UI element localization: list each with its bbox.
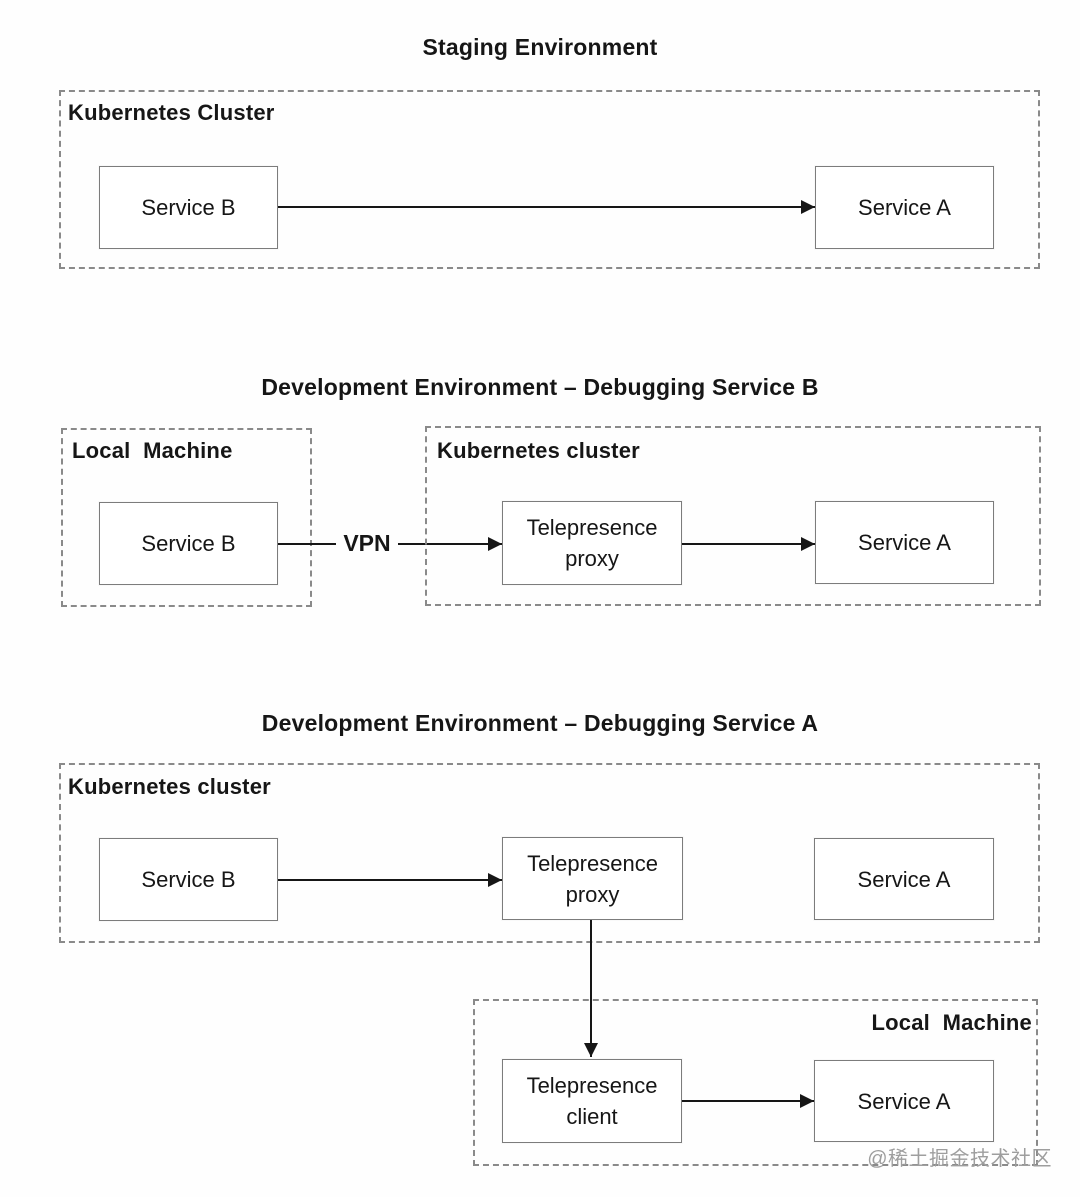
dev-a-telepresence-proxy-line2: proxy	[565, 881, 620, 907]
dev-a-telepresence-client-node: Telepresence client	[502, 1059, 682, 1143]
dev-a-telepresence-client-line2: client	[566, 1104, 618, 1129]
dev-a-telepresence-client-line1: Telepresence	[526, 1073, 658, 1098]
arrow-staging-service-b-to-service-a	[278, 200, 815, 214]
dev-b-kubernetes-cluster-label: Kubernetes cluster	[437, 438, 640, 463]
line-dev-b-service-b-to-vpn	[278, 543, 336, 545]
staging-service-a-label: Service A	[858, 195, 951, 220]
staging-title: Staging Environment	[422, 34, 658, 60]
dev-b-vpn-label: VPN	[343, 530, 391, 556]
staging-service-b-node: Service B	[99, 166, 278, 249]
dev-b-title: Development Environment – Debugging Serv…	[261, 374, 819, 400]
dev-b-service-a-node: Service A	[815, 501, 994, 584]
staging-service-a-node: Service A	[815, 166, 994, 249]
dev-a-service-b-label: Service B	[141, 867, 236, 892]
arrow-dev-a-service-b-to-proxy	[278, 873, 502, 887]
arrow-dev-b-vpn-to-proxy	[398, 537, 502, 551]
watermark-text: @稀土掘金技术社区	[867, 1148, 1052, 1170]
dev-b-local-machine-label: Local Machine	[72, 438, 233, 463]
dev-a-service-a-local-node: Service A	[814, 1060, 994, 1142]
staging-service-b-label: Service B	[141, 195, 236, 220]
dev-a-kubernetes-cluster-label: Kubernetes cluster	[68, 774, 271, 799]
dev-b-telepresence-proxy-node: Telepresence proxy	[502, 501, 682, 585]
dev-b-kubernetes-cluster-box	[425, 426, 1041, 606]
dev-a-service-a-local-label: Service A	[857, 1088, 951, 1114]
dev-a-service-a-cluster-node: Service A	[814, 838, 994, 920]
dev-a-telepresence-proxy-node: Telepresence proxy	[502, 837, 683, 920]
staging-kubernetes-cluster-label: Kubernetes Cluster	[68, 100, 275, 125]
dev-a-title: Development Environment – Debugging Serv…	[261, 710, 819, 736]
dev-a-kubernetes-cluster-box	[59, 763, 1040, 943]
arrow-dev-b-proxy-to-service-a	[682, 537, 815, 551]
dev-b-telepresence-proxy-line1: Telepresence	[526, 515, 658, 540]
dev-a-local-machine-label: Local Machine	[871, 1010, 1032, 1035]
dev-b-service-a-label: Service A	[858, 530, 951, 555]
dev-a-service-b-node: Service B	[99, 838, 278, 921]
dev-b-service-b-label: Service B	[141, 531, 236, 556]
dev-b-service-b-node: Service B	[99, 502, 278, 585]
dev-b-telepresence-proxy-line2: proxy	[565, 546, 619, 571]
dev-a-local-machine-box	[473, 999, 1038, 1166]
dev-a-service-a-cluster-label: Service A	[857, 866, 951, 892]
arrow-dev-a-proxy-to-client	[584, 920, 598, 1057]
arrow-dev-a-client-to-service-a	[682, 1094, 814, 1108]
staging-kubernetes-cluster-box	[59, 90, 1040, 269]
dev-b-local-machine-box	[61, 428, 312, 607]
dev-a-telepresence-proxy-line1: Telepresence	[527, 850, 658, 876]
